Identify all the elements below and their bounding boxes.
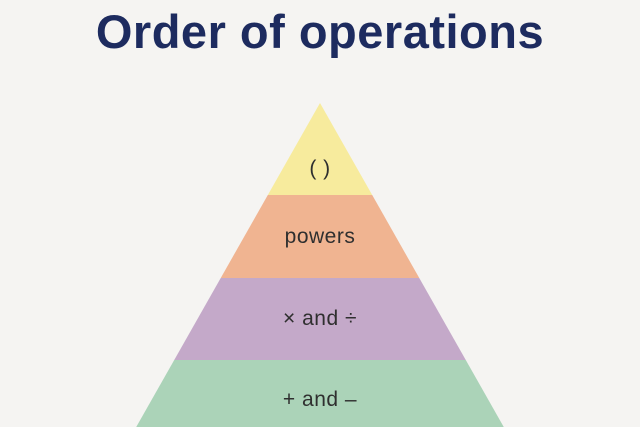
pyramid-level-label: ( ) [309,157,331,180]
page-title: Order of operations [95,5,545,58]
pyramid-level-multiply-divide: × and ÷ [109,278,531,360]
pyramid-level-label: powers [284,224,356,248]
order-of-operations-pyramid: ( ) powers × and ÷ + and – [109,103,531,427]
pyramid-level-label: × and ÷ [283,307,357,330]
pyramid-level-add-subtract: + and – [109,360,531,427]
pyramid-level-label: + and – [282,388,358,411]
pyramid-level-parentheses: ( ) [109,103,531,195]
pyramid-level-powers: powers [109,195,531,278]
